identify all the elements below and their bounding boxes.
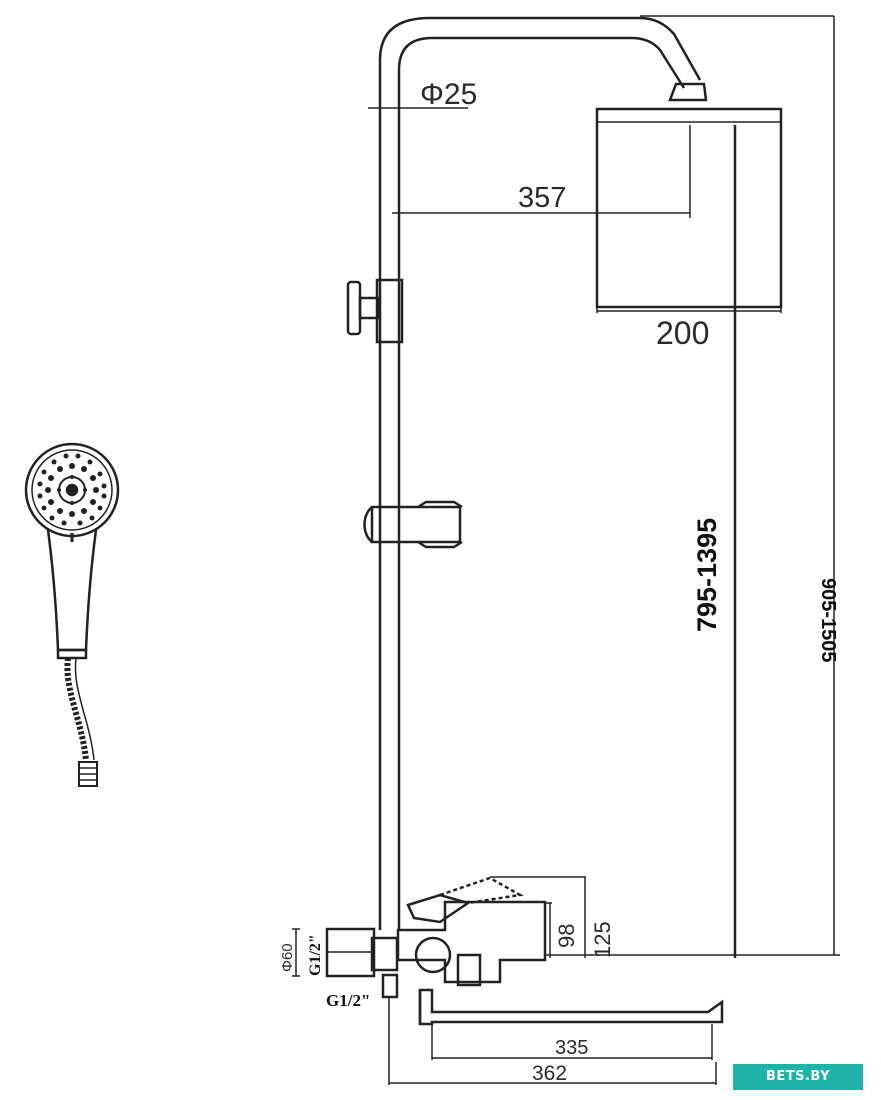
spout-length-label: 335 [555, 1037, 588, 1059]
mixer-body [396, 900, 547, 984]
diverter-knob [456, 953, 482, 987]
mixer-height-98-label: 98 [554, 924, 579, 948]
hand-shower-head-inner [31, 449, 113, 531]
arm-reach-label: 357 [518, 182, 566, 214]
site-watermark: BETS.BY [733, 1064, 863, 1090]
mixer-height-125-label: 125 [590, 921, 615, 958]
hand-shower-hose [64, 657, 89, 761]
riser-pipe [378, 16, 702, 930]
overhead-shower-head [595, 107, 783, 309]
total-width-label: 362 [532, 1062, 567, 1085]
bath-mixer [325, 876, 724, 1026]
mixer-lever [406, 893, 471, 924]
pipe-diameter-label: Φ25 [420, 78, 477, 111]
mixer-cartridge [414, 936, 452, 974]
hand-shower [24, 442, 120, 787]
thread-lower-label: G1/2" [326, 991, 370, 1010]
hand-shower-nozzles [37, 453, 107, 526]
head-width-label: 200 [656, 315, 709, 351]
shower-column [346, 16, 783, 930]
head-height-range-label: 795-1395 [692, 518, 722, 632]
eccentric-diameter-label: Φ60 [279, 943, 296, 972]
thread-upper-label: G1/2" [307, 934, 324, 976]
dimension-lines [292, 15, 840, 1085]
hand-shower-handle [46, 529, 98, 652]
total-height-range-label: 905-1505 [817, 578, 839, 663]
bath-spout [418, 988, 724, 1026]
slider-holder [370, 505, 462, 544]
head-connector [668, 82, 708, 102]
